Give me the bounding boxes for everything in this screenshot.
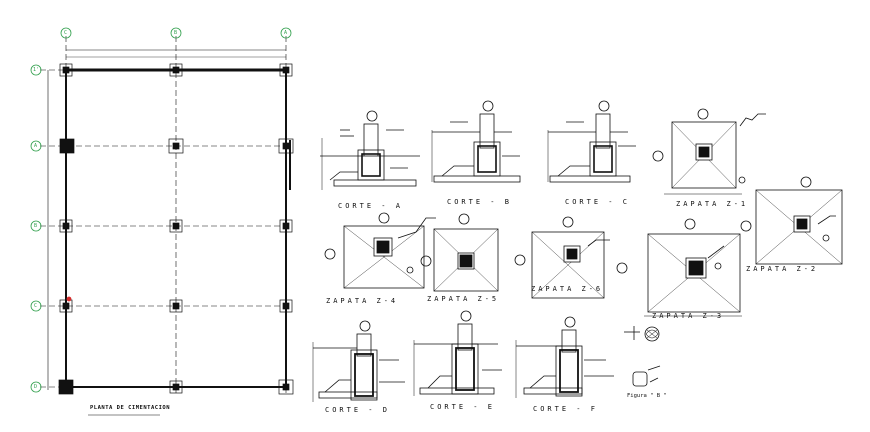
- zapata-plan-2: [740, 176, 843, 265]
- corte-label-1: CORTE - A: [338, 202, 403, 210]
- zapata-label-6: ZAPATA Z-6: [531, 285, 604, 293]
- figure-b-label: Figura " B ": [627, 393, 667, 399]
- corte-detail-2: [431, 100, 521, 183]
- zapata-label-2: ZAPATA Z-2: [746, 265, 819, 273]
- foundation-plan: [30, 27, 294, 416]
- zapata-plan-6: [514, 216, 610, 299]
- axis-label-b: B: [174, 30, 178, 36]
- corte-detail-6: [515, 316, 614, 398]
- corte-label-2: CORTE - B: [447, 198, 512, 206]
- zapata-label-3: ZAPATA Z-3: [652, 312, 725, 320]
- zapata-plan-3: [616, 218, 742, 317]
- figure-b-detail: [624, 326, 661, 387]
- zapata-label-4: ZAPATA Z-4: [326, 297, 399, 305]
- zapata-plan-1: [652, 108, 766, 195]
- corte-detail-5: [413, 310, 502, 396]
- corte-label-6: CORTE - F: [533, 405, 598, 413]
- plan-title: PLANTA DE CIMENTACION: [90, 405, 171, 411]
- corte-detail-4: [312, 320, 405, 402]
- corte-detail-1: [320, 110, 420, 190]
- axis-label-row-a: A: [34, 143, 38, 149]
- axis-label-c: C: [64, 30, 68, 36]
- zapata-plan-5: [420, 213, 499, 292]
- corte-detail-3: [547, 100, 636, 183]
- zapata-label-5: ZAPATA Z-5: [427, 295, 500, 303]
- corte-label-4: CORTE - D: [325, 406, 390, 414]
- axis-label-row-d: D: [34, 384, 38, 390]
- zapata-label-1: ZAPATA Z-1: [676, 200, 749, 208]
- axis-label-row-c: C: [34, 303, 38, 309]
- zapata-plan-4: [324, 212, 436, 289]
- axis-label-row-1p: 1': [33, 67, 40, 73]
- corte-label-5: CORTE - E: [430, 403, 495, 411]
- axis-label-a: A: [284, 30, 288, 36]
- axis-label-row-b: B: [34, 223, 38, 229]
- corte-label-3: CORTE - C: [565, 198, 630, 206]
